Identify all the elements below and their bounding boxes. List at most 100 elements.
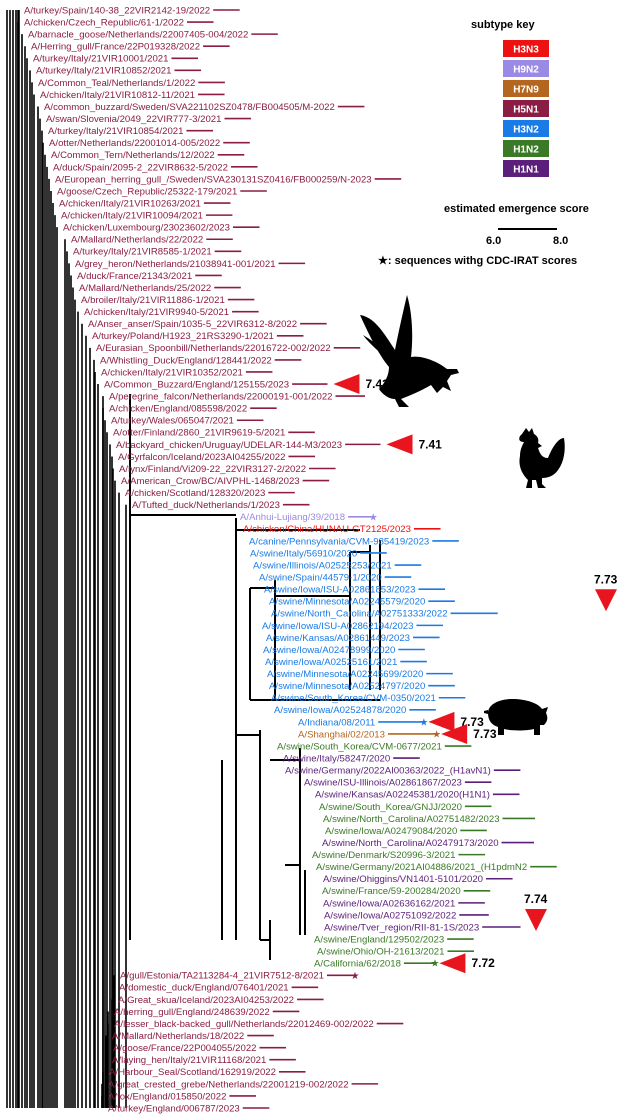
leaf-label: A/turkey/Spain/140-38_22VIR2142-19/2022 [24,5,210,16]
leaf-label: A/Great_skua/Iceland/2023AI04253/2022 [118,995,294,1006]
leaf-label: A/swine/Illinois/A02525253/2021 [253,560,392,571]
leaf-label: A/turkey/Italy/21VIR10854/2021 [48,126,183,137]
scale-max-label: 8.0 [553,235,568,247]
irat-star-icon: ★ [350,971,359,982]
leaf-label: A/swine/Ohio/OH-21613/2021 [317,947,444,958]
score-callout-label: 7.73 [594,572,618,586]
legend-swatch [503,140,549,157]
leaf-label: A/turkey/Italy/21VIR8585-1/2021 [73,247,212,258]
leaf-label: A/California/62/2018 [314,959,401,970]
leaf-label: A/chicken/China/HUNAU-GT2125/2023 [243,524,411,535]
score-callout-arrow [333,374,360,395]
leaf-label: A/grey_heron/Netherlands/21038941-001/20… [75,259,276,270]
leaf-label: A/swine/Iowa/A02524878/2020 [274,705,406,716]
leaf-label: A/gull/Estonia/TA2113284-4_21VIR7512-8/2… [120,971,324,982]
leaf-label: A/duck/Spain/2095-2_22VIR8632-5/2022 [53,162,228,173]
leaf-label: A/chicken/Italy/21VIR9940-5/2021 [84,307,229,318]
leaf-label: A/backyard_chicken/Uruguay/UDELAR-144-M3… [116,440,342,451]
leaf-label: A/otter/Netherlands/22001014-005/2022 [49,138,220,149]
leaf-label: A/Common_Teal/Netherlands/1/2022 [38,78,195,89]
leaf-label: A/swine/South_Korea/CVM-0350/2021 [271,693,436,704]
leaf-label: A/swine/Tver_region/RII-81-1S/2023 [324,922,479,933]
leaf-label: A/swine/Minnesota/A02524797/2020 [269,681,425,692]
score-callout-arrow [386,434,413,455]
score-callout-label: 7.73 [473,727,497,741]
leaf-label: A/European_herring_gull_/Sweden/SVA23013… [55,174,372,185]
leaf-label: A/goose/Czech_Republic/25322-179/2021 [57,186,237,197]
leaf-label: A/chicken/Scotland/128320/2023 [125,488,265,499]
leaf-label: A/swine/England/129502/2023 [314,934,444,945]
star-note: ★: sequences withg CDC-IRAT scores [378,255,577,267]
legend-title: subtype key [471,19,535,31]
leaf-label: A/Indiana/08/2011 [298,717,375,728]
score-callout-arrow [439,953,466,974]
legend-label: H1N1 [513,165,539,176]
leaf-label: A/American_Crow/BC/AIVPHL-1468/2023 [121,476,300,487]
leaf-label: A/otter/Finland/2860_21VIR9619-5/2021 [113,428,285,439]
leaf-label: A/swine/Iowa/A02479084/2020 [325,826,457,837]
legend-swatch [503,40,549,57]
irat-star-icon: ★ [369,512,378,523]
leaf-label: A/swan/Slovenia/2049_22VIR777-3/2021 [46,114,221,125]
leaf-label: A/chicken/Italy/21VIR10352/2021 [101,367,243,378]
leaf-label: A/swine/ISU-Illinois/A02861867/2023 [304,778,462,789]
leaf-label: A/swine/Denmark/S20996-3/2021 [312,850,455,861]
leaf-label: A/swine/Ohiggins/VN1401-5101/2020 [323,874,483,885]
leaf-label: A/swine/Germany/2022AI00363/2022_(H1avN1… [285,766,491,777]
leaf-label: A/swine/North_Carolina/A02751482/2023 [323,814,500,825]
scale-min-label: 6.0 [486,235,501,247]
legend-label: H5N1 [513,105,539,116]
leaf-label: A/Harbour_Seal/Scotland/162919/2022 [109,1067,276,1078]
legend-swatch [503,100,549,117]
legend-label: H3N2 [513,125,539,136]
leaf-label: A/swine/South_Korea/GNJJ/2020 [319,802,462,813]
leaf-label: A/Mallard/Netherlands/25/2022 [79,283,211,294]
leaf-label: A/Tufted_duck/Netherlands/1/2023 [132,500,280,511]
leaf-label: A/Eurasian_Spoonbill/Netherlands/2201672… [96,343,331,354]
leaf-label: A/Gyrfalcon/Iceland/2023AI04255/2022 [118,452,285,463]
leaf-label: A/Anhui-Lujiang/39/2018 [240,512,345,523]
leaf-label: A/swine/Minnesota/A02245579/2020 [269,597,425,608]
leaf-label: A/duck/France/21343/2021 [77,271,192,282]
pig-icon [484,699,548,735]
score-callout-arrow [595,589,617,612]
score-callout-label: 7.72 [471,956,495,970]
score-callout-arrow [428,711,455,732]
irat-star-icon: ★ [419,717,428,728]
leaf-label: A/chicken/England/085598/2022 [109,404,247,415]
legend-swatch [503,60,549,77]
leaf-label: A/swine/Iowa/A02525161/2021 [265,657,397,668]
leaf-label: A/swine/Kansas/A02861449/2023 [266,633,410,644]
leaf-label: A/canine/Pennsylvania/CVM-985419/2023 [249,536,429,547]
legend-label: H7N9 [513,85,539,96]
leaf-label: A/peregrine_falcon/Netherlands/22000191-… [109,392,333,403]
tree-branches [6,10,381,1108]
irat-star-icon: ★ [430,959,439,970]
leaf-label: A/lynx/Finland/Vi209-22_22VIR3127-2/2022 [119,464,306,475]
leaf-label: A/Shanghai/02/2013 [298,729,385,740]
leaf-label: A/Common_Buzzard/England/125155/2023 [104,379,289,390]
score-callout-arrow [441,723,468,744]
scale-title: estimated emergence score [444,203,589,215]
leaf-label: A/chicken/Luxembourg/23023602/2023 [63,223,230,234]
leaf-label: A/Whistling_Duck/England/128441/2022 [100,355,272,366]
leaf-label: A/turkey/Italy/21VIR10001/2021 [33,54,168,65]
leaf-label: A/chicken/Italy/21VIR10812-11/2021 [40,90,195,101]
leaf-label: A/goose/France/22P004055/2022 [113,1043,257,1054]
leaf-label: A/swine/France/59-200284/2020 [322,886,461,897]
eagle-icon [360,295,459,407]
leaf-label: A/lesser_black-backed_gull/Netherlands/2… [114,1019,374,1030]
legend-label: H1N2 [513,145,539,156]
leaf-label: A/Mallard/Netherlands/22/2022 [71,235,203,246]
leaf-label: A/chicken/Italy/21VIR10094/2021 [61,211,203,222]
leaf-label: A/chicken/Czech_Republic/61-1/2022 [24,17,184,28]
leaf-label: A/fox/England/015850/2022 [108,1091,226,1102]
leaf-label: A/swine/Minnesota/A02245699/2020 [267,669,423,680]
leaf-label: A/great_crested_grebe/Netherlands/220012… [108,1079,349,1090]
leaf-label: A/swine/North_Carolina/A02751333/2022 [271,609,448,620]
leaf-label: A/turkey/Poland/H1923_21RS3290-1/2021 [92,331,274,342]
leaf-labels: A/turkey/Spain/140-38_22VIR2142-19/2022A… [24,5,557,1114]
leaf-label: A/swine/Iowa/ISU-A02861853/2023 [264,585,415,596]
